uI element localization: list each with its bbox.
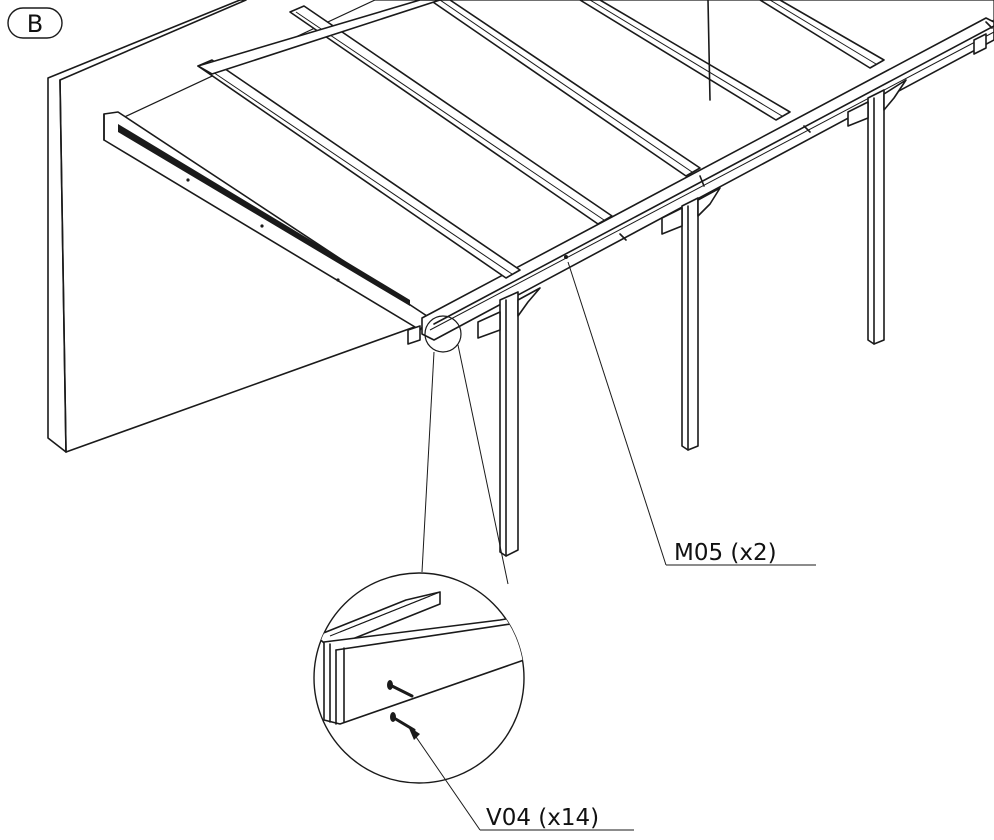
beam-screws [619, 21, 993, 241]
callout-m05-label: M05 (x2) [674, 540, 777, 566]
callout-v04: V04 (x14) [408, 726, 634, 831]
detail-zoom [313, 572, 525, 784]
posts [407, 89, 885, 557]
step-badge: B [7, 7, 63, 39]
callout-m05: M05 (x2) [567, 261, 816, 566]
wall-panel [47, 0, 421, 453]
detail-marker [424, 315, 462, 353]
front-beam [421, 17, 994, 341]
callout-v04-label: V04 (x14) [486, 805, 599, 831]
step-badge-letter: B [27, 10, 43, 38]
rafters [197, 0, 885, 279]
knee-braces [477, 33, 987, 339]
